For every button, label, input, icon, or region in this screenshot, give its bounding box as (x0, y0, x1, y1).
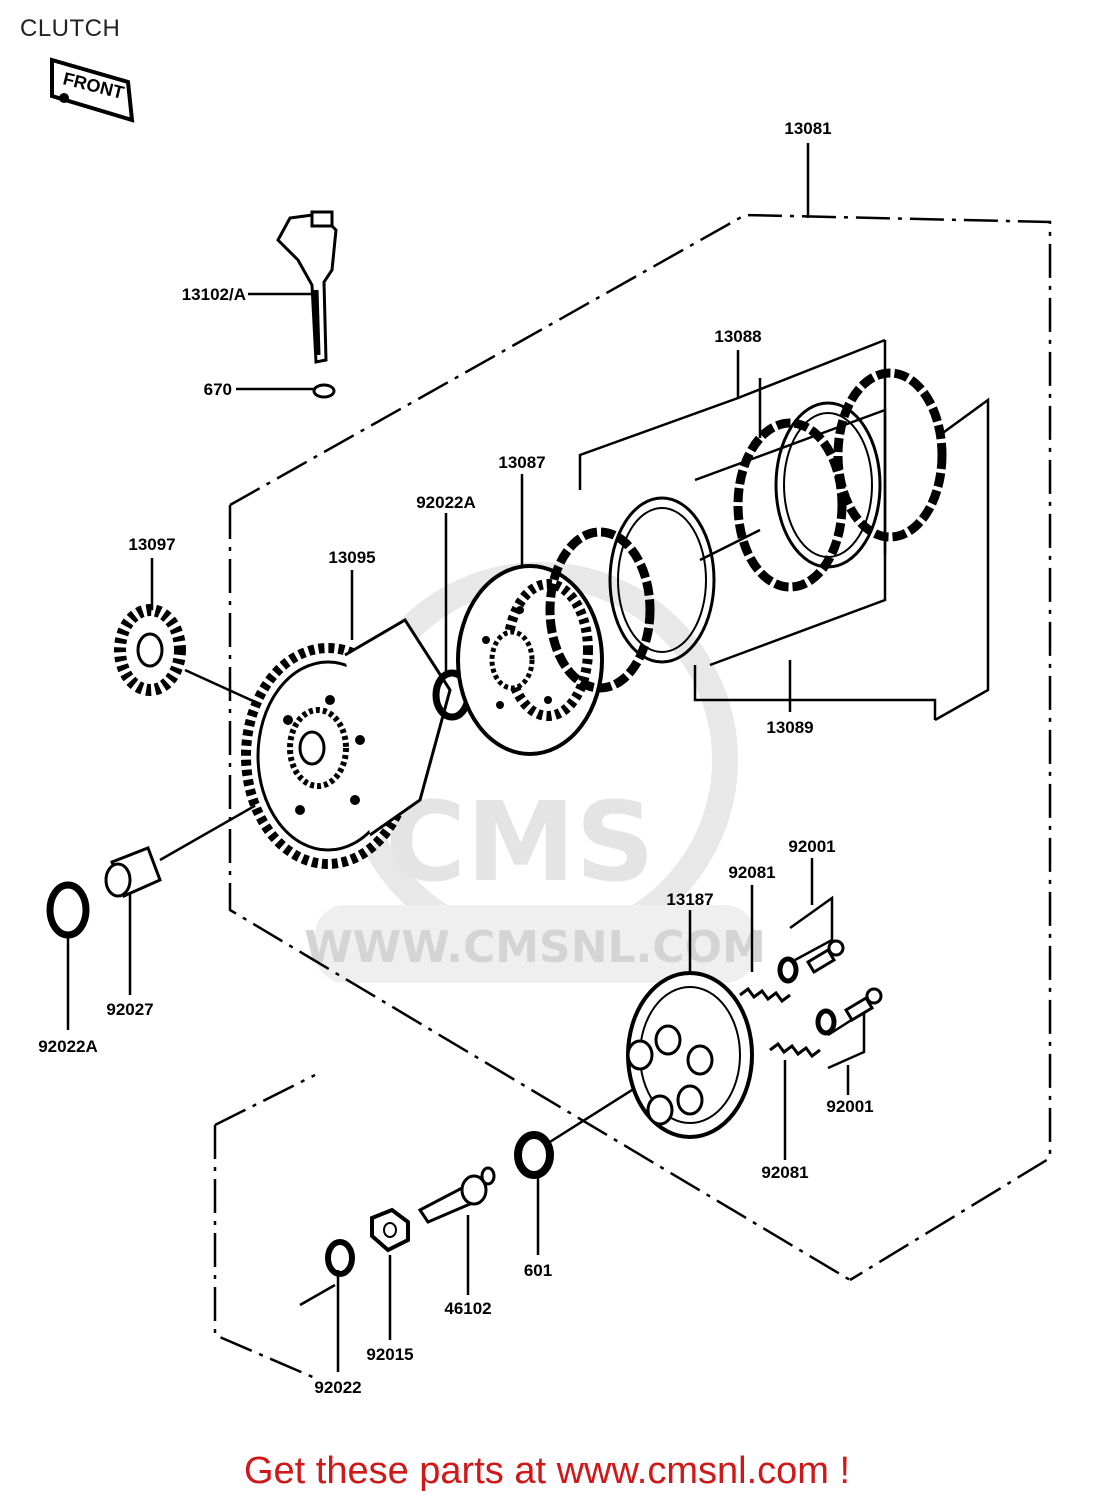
watermark-url: WWW.CMSNL.COM (304, 922, 766, 973)
label-92027: 92027 (106, 1000, 153, 1019)
clutch-hub (456, 564, 604, 756)
lock-nut (370, 1207, 410, 1253)
leader-lines (66, 143, 990, 1372)
push-rod (417, 1166, 496, 1224)
label-670: 670 (204, 380, 232, 399)
release-lever (276, 210, 338, 399)
label-13102a: 13102/A (182, 285, 246, 304)
label-13187: 13187 (666, 890, 713, 909)
label-13095: 13095 (328, 548, 375, 567)
release-bearing (514, 1131, 554, 1179)
label-601: 601 (524, 1261, 552, 1280)
clutch-plates (545, 368, 947, 693)
label-92015: 92015 (366, 1345, 413, 1364)
label-13081: 13081 (784, 119, 831, 138)
label-46102: 46102 (444, 1299, 491, 1318)
pressure-plate (626, 971, 754, 1139)
label-13088: 13088 (714, 327, 761, 346)
page-title: CLUTCH (20, 15, 121, 42)
assembly-outline (213, 213, 1052, 1380)
part-labels: 13081 13102/A 670 13088 13087 92022A 130… (38, 119, 873, 1397)
front-indicator: FRONT (50, 57, 135, 123)
label-92001-top: 92001 (788, 837, 835, 856)
clutch-housing (241, 617, 452, 869)
label-92022a-bottom: 92022A (38, 1037, 98, 1056)
springs (739, 956, 837, 1059)
label-92022a-top: 92022A (416, 493, 476, 512)
bolts (805, 939, 883, 1023)
label-13089: 13089 (766, 718, 813, 737)
label-13097: 13097 (128, 535, 175, 554)
label-92081-top: 92081 (728, 863, 775, 882)
footer-link[interactable]: Get these parts at www.cmsnl.com ! (243, 1450, 851, 1492)
label-92022: 92022 (314, 1378, 361, 1397)
watermark-logo: CMS (385, 778, 654, 906)
label-92081-bottom: 92081 (761, 1163, 808, 1182)
bushing-collar (104, 846, 162, 899)
label-92001-bottom: 92001 (826, 1097, 873, 1116)
primary-gear (114, 604, 186, 696)
label-13087: 13087 (498, 453, 545, 472)
